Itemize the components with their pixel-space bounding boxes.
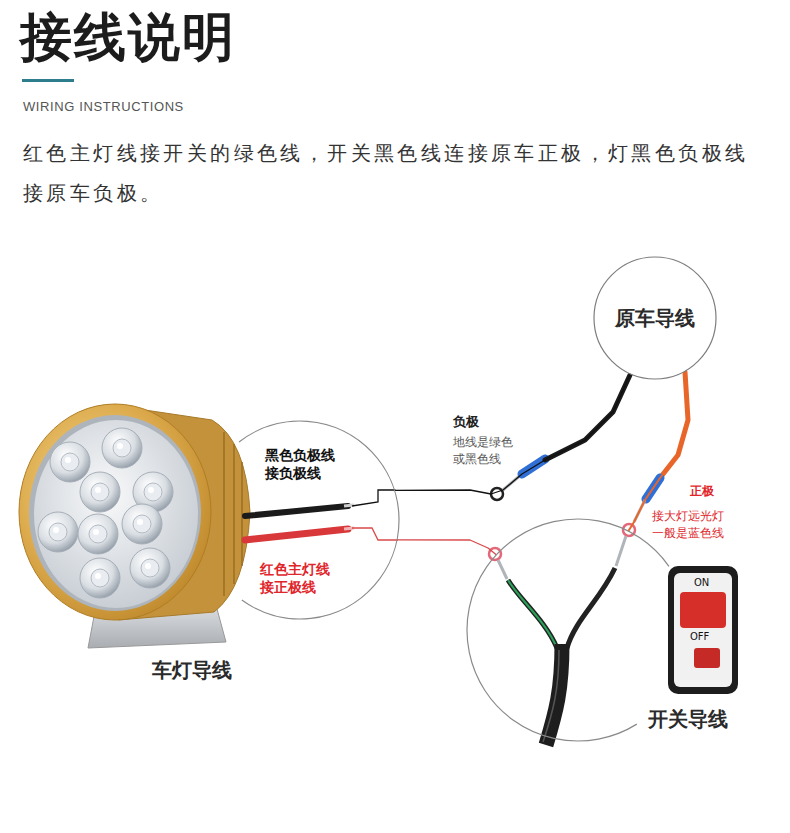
terminal-neck [498,560,507,579]
lamp-black-wire [245,506,348,516]
led [102,428,142,468]
car-orange-wire [660,372,688,478]
terminal-neck [616,536,626,566]
car-black-wire [545,375,630,460]
callout-title: 负极 [453,414,479,430]
led [78,514,118,554]
green-stripe [508,580,557,648]
lead-line [352,528,398,540]
circle-border [594,257,716,379]
subtitle: WIRING INSTRUCTIONS [23,99,184,115]
wire-connector [397,540,496,555]
switch-rocker [680,592,726,628]
wire-circle: 开关导线 [466,518,690,742]
led [50,442,90,482]
switch-rocker-lower [694,648,720,668]
callout-note: 地线是绿色 或黑色线 [453,434,519,468]
title-underline [22,79,74,82]
wire-circle: 原车导线 [593,256,717,380]
lamp-ring [19,404,211,620]
lamp-fins [224,432,242,596]
wire-circle: 黑色负极线 接负极线红色主灯线 接正极线车灯导线 [200,420,400,620]
switch-marking: ON [694,577,709,589]
led [130,548,170,588]
node-text: 红色主灯线 接正极线 [260,560,336,596]
lamp-red-wire [245,529,348,540]
node-text: 开关导线 [648,707,728,731]
switch-face [674,573,732,687]
led [80,472,120,512]
wire-connector [628,371,688,531]
switch-marking: OFF [690,631,709,643]
node-text: 车灯导线 [152,658,232,682]
node-text: 黑色负极线 接负极线 [265,446,341,482]
sheath-highlight [543,650,559,742]
switch-black-wire [567,568,615,648]
instruction-text: 红色主灯线接开关的绿色线，开关黑色线连接原车正极，灯黑色负极线接原车负极。 [23,133,768,213]
led [38,512,78,552]
callout-note: 接大灯远光灯 一般是蓝色线 [652,508,730,542]
switch-body [668,566,738,694]
led [80,558,120,598]
circle-arc [239,421,399,619]
node-title: 原车导线 [615,306,695,330]
callout-title: 正极 [690,484,714,498]
wire-connector [394,374,630,494]
circle-arc [467,519,669,741]
lamp-face [34,420,198,608]
led [122,504,162,544]
page-title: 接线说明 [20,6,236,68]
lamp-rim [29,415,201,611]
switch-green-wire [508,580,557,648]
lead-line [352,490,395,506]
